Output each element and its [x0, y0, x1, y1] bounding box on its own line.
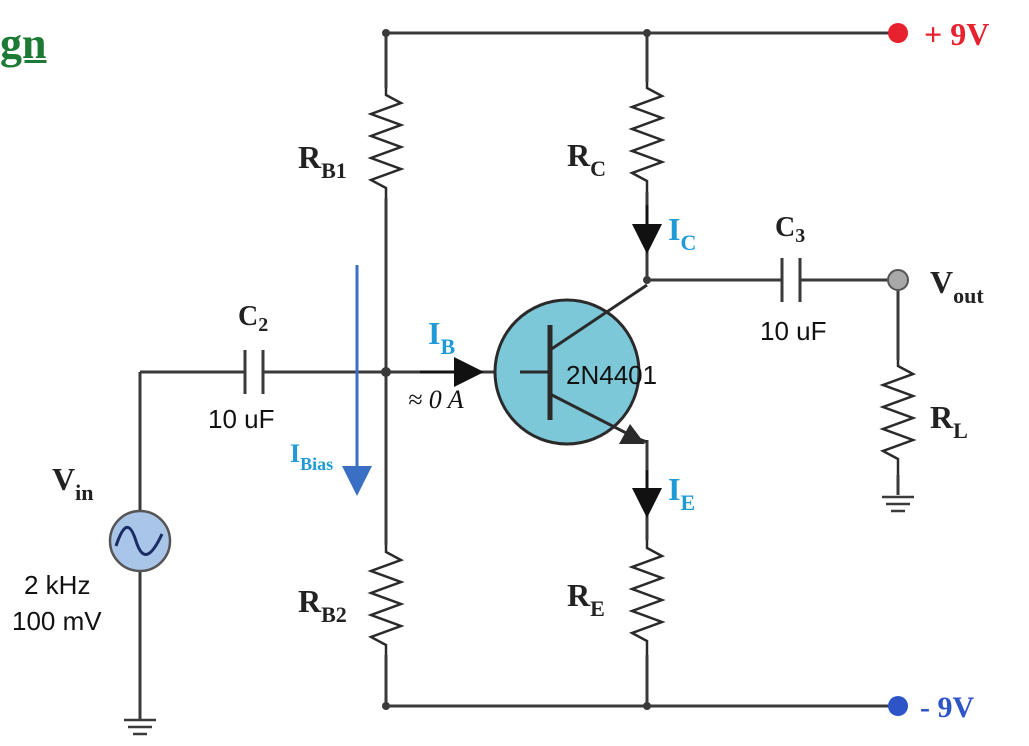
junction-dots — [381, 29, 651, 710]
positive-rail-label: + 9V — [924, 16, 989, 52]
resistor-rl — [879, 360, 917, 475]
ground-symbol-load — [882, 495, 914, 513]
vout-label: Vout — [930, 264, 984, 308]
rb2-label: RB2 — [298, 583, 347, 627]
c2-label: C2 — [238, 301, 268, 336]
capacitor-c3 — [780, 258, 802, 302]
ib-label: IB — [428, 315, 455, 359]
resistor-rc — [628, 82, 666, 192]
ground-symbol-input — [124, 718, 156, 736]
rb1-label: RB1 — [298, 139, 347, 183]
positive-rail-terminal — [888, 23, 908, 43]
ac-voltage-source — [108, 509, 172, 573]
transistor-model-label: 2N4401 — [566, 360, 657, 390]
ibias-label: IBias — [290, 439, 333, 474]
wires — [138, 31, 900, 720]
capacitor-c2 — [243, 350, 265, 394]
c3-value: 10 uF — [760, 316, 827, 346]
ib-approx-note: ≈ 0 A — [408, 385, 464, 414]
resistor-rb2 — [367, 545, 405, 655]
source-frequency: 2 kHz — [24, 570, 90, 600]
rl-label: RL — [930, 399, 968, 443]
rc-label: RC — [567, 137, 606, 181]
source-amplitude: 100 mV — [12, 606, 102, 636]
c2-value: 10 uF — [208, 404, 275, 434]
vout-terminal — [887, 269, 909, 291]
c3-label: C3 — [775, 212, 805, 247]
page-title-fragment: gn — [0, 19, 47, 68]
resistor-re — [628, 540, 666, 655]
ic-label: IC — [668, 211, 696, 255]
vin-label: Vin — [52, 461, 93, 505]
transistor-2n4401 — [493, 283, 648, 446]
negative-rail-label: - 9V — [920, 691, 974, 724]
negative-rail-terminal — [888, 696, 908, 716]
ie-label: IE — [668, 471, 695, 515]
resistor-rb1 — [367, 88, 405, 198]
re-label: RE — [567, 577, 605, 621]
